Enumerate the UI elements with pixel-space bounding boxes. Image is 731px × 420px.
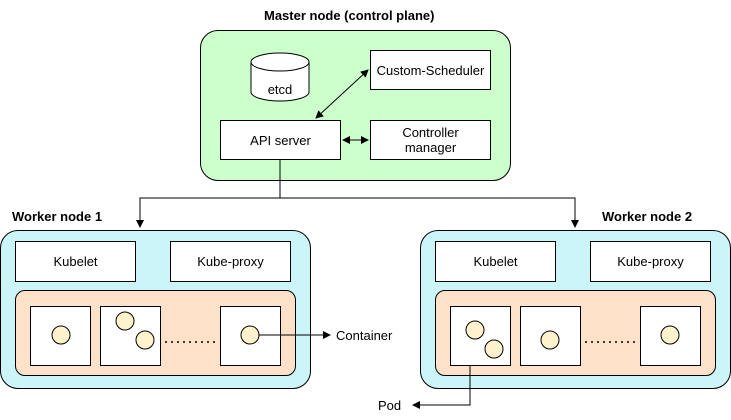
- container-circle: [465, 320, 485, 340]
- controller-manager-box: Controller manager: [370, 120, 491, 160]
- worker-2-containers: [465, 320, 680, 359]
- container-label: Container: [336, 328, 393, 343]
- worker-2-kube-proxy-box: Kube-proxy: [590, 241, 711, 282]
- container-circle: [240, 325, 260, 345]
- etcd-cylinder-icon: [250, 52, 310, 102]
- api-to-worker-2-connector: [280, 197, 579, 228]
- pod-pointer-arrow: [412, 366, 471, 409]
- api-server-box: API server: [220, 120, 341, 160]
- container-circle: [115, 311, 135, 331]
- api-to-worker-1-connector: [136, 160, 281, 228]
- pod-label: Pod: [378, 398, 402, 413]
- master-node-title: Master node (control plane): [264, 8, 435, 23]
- worker-2-kubelet-box: Kubelet: [435, 241, 556, 282]
- container-circle: [540, 330, 560, 350]
- custom-scheduler-box: Custom-Scheduler: [370, 50, 491, 90]
- container-circle: [135, 330, 155, 350]
- worker-1-kubelet-box: Kubelet: [15, 241, 136, 282]
- container-circle: [51, 325, 71, 345]
- worker-node-2-title: Worker node 2: [602, 209, 693, 224]
- container-circle: [660, 325, 680, 345]
- api-scheduler-arrow: [315, 69, 369, 119]
- etcd-label: etcd: [267, 82, 293, 97]
- worker-node-1-title: Worker node 1: [12, 209, 103, 224]
- etcd-database: etcd: [250, 52, 310, 102]
- worker-1-kube-proxy-box: Kube-proxy: [170, 241, 291, 282]
- container-circle: [484, 339, 504, 359]
- worker-1-containers: [51, 311, 260, 350]
